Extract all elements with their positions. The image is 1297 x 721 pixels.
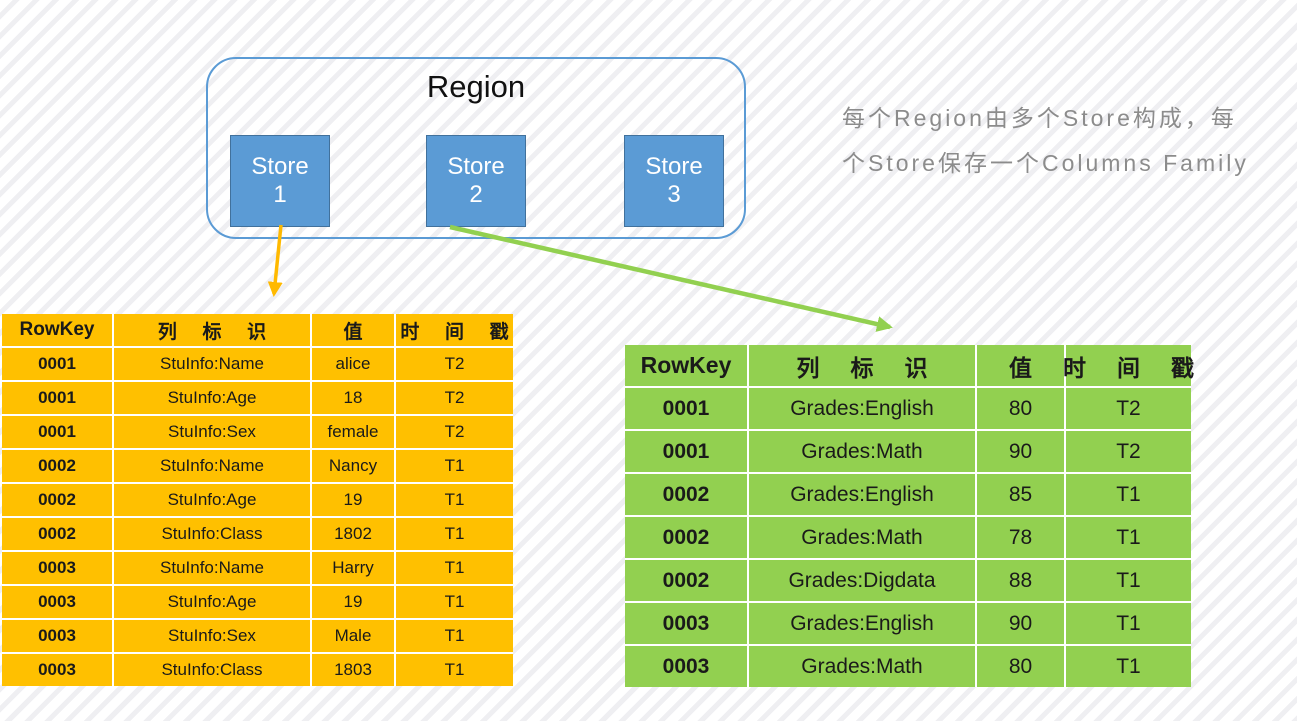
store-3-box: Store 3 xyxy=(624,135,724,227)
table-cell: 80 xyxy=(977,646,1064,687)
table-cell: 0001 xyxy=(2,416,112,448)
store-1-label: Store xyxy=(251,153,309,180)
table-cell: T1 xyxy=(396,552,513,584)
table-cell: 19 xyxy=(312,586,394,618)
table-cell: T1 xyxy=(396,654,513,686)
column-header: 值 xyxy=(977,345,1064,386)
table-cell: T1 xyxy=(1066,474,1191,515)
table-cell: 90 xyxy=(977,603,1064,644)
table-cell: Grades:Math xyxy=(749,517,975,558)
table-cell: T1 xyxy=(396,586,513,618)
table-cell: 19 xyxy=(312,484,394,516)
column-header: 列标识 xyxy=(114,314,310,346)
store-2-box: Store 2 xyxy=(426,135,526,227)
region-container: Region Store 1 Store 2 Store 3 xyxy=(206,57,746,239)
table-cell: Nancy xyxy=(312,450,394,482)
table-cell: 0002 xyxy=(625,517,747,558)
table-cell: 0001 xyxy=(2,348,112,380)
table-cell: T1 xyxy=(396,484,513,516)
annotation-line-2: 个Store保存一个Columns Family xyxy=(842,150,1249,176)
column-header: RowKey xyxy=(2,314,112,346)
region-title: Region xyxy=(426,69,526,104)
table-cell: 0003 xyxy=(2,586,112,618)
table-cell: Harry xyxy=(312,552,394,584)
table-cell: 1803 xyxy=(312,654,394,686)
table-cell: 0001 xyxy=(625,431,747,472)
table-cell: T1 xyxy=(396,518,513,550)
table-cell: Grades:Digdata xyxy=(749,560,975,601)
table-cell: Male xyxy=(312,620,394,652)
store-1-number: 1 xyxy=(273,181,287,208)
table-cell: T2 xyxy=(396,348,513,380)
table-cell: 0003 xyxy=(2,654,112,686)
table-cell: 88 xyxy=(977,560,1064,601)
table-cell: StuInfo:Class xyxy=(114,518,310,550)
table-cell: StuInfo:Age xyxy=(114,484,310,516)
table-cell: 0002 xyxy=(625,560,747,601)
table-cell: 18 xyxy=(312,382,394,414)
table-cell: T1 xyxy=(396,450,513,482)
table-cell: 0003 xyxy=(625,603,747,644)
table-cell: 1802 xyxy=(312,518,394,550)
table-cell: 0001 xyxy=(2,382,112,414)
table-cell: 0003 xyxy=(625,646,747,687)
table-cell: female xyxy=(312,416,394,448)
annotation-line-1: 每个Region由多个Store构成，每 xyxy=(842,105,1237,131)
table-cell: 0002 xyxy=(2,518,112,550)
table-cell: T2 xyxy=(396,382,513,414)
table-cell: 0003 xyxy=(2,552,112,584)
table-cell: T1 xyxy=(396,620,513,652)
table-cell: StuInfo:Sex xyxy=(114,416,310,448)
table-cell: StuInfo:Name xyxy=(114,348,310,380)
store-2-label: Store xyxy=(447,153,505,180)
store-3-number: 3 xyxy=(667,181,681,208)
table-cell: Grades:Math xyxy=(749,431,975,472)
table-cell: 78 xyxy=(977,517,1064,558)
column-header: 值 xyxy=(312,314,394,346)
table-cell: StuInfo:Age xyxy=(114,586,310,618)
store-2-number: 2 xyxy=(469,181,483,208)
store2-to-grades-arrow xyxy=(449,224,893,332)
table-cell: StuInfo:Class xyxy=(114,654,310,686)
table-cell: 0002 xyxy=(2,484,112,516)
table-cell: 0002 xyxy=(625,474,747,515)
table-cell: T1 xyxy=(1066,517,1191,558)
table-cell: StuInfo:Name xyxy=(114,450,310,482)
table-cell: 0003 xyxy=(2,620,112,652)
table-cell: 90 xyxy=(977,431,1064,472)
column-header: RowKey xyxy=(625,345,747,386)
column-header: 列标识 xyxy=(749,345,975,386)
table-cell: Grades:Math xyxy=(749,646,975,687)
table-cell: StuInfo:Sex xyxy=(114,620,310,652)
table-cell: 0002 xyxy=(2,450,112,482)
table-cell: T2 xyxy=(1066,431,1191,472)
table-cell: T2 xyxy=(396,416,513,448)
column-header: 时间戳 xyxy=(396,314,513,346)
store-3-label: Store xyxy=(645,153,703,180)
table-cell: Grades:English xyxy=(749,474,975,515)
table-cell: Grades:English xyxy=(749,388,975,429)
table-cell: T2 xyxy=(1066,388,1191,429)
annotation-text: 每个Region由多个Store构成，每 个Store保存一个Columns F… xyxy=(842,96,1297,186)
table-cell: StuInfo:Name xyxy=(114,552,310,584)
store-1-box: Store 1 xyxy=(230,135,330,227)
table-cell: 80 xyxy=(977,388,1064,429)
table-cell: 0001 xyxy=(625,388,747,429)
table-cell: Grades:English xyxy=(749,603,975,644)
table-cell: T1 xyxy=(1066,560,1191,601)
table-cell: 85 xyxy=(977,474,1064,515)
table-cell: T1 xyxy=(1066,603,1191,644)
column-header: 时间戳 xyxy=(1063,345,1194,386)
table-cell: alice xyxy=(312,348,394,380)
table-cell: T1 xyxy=(1066,646,1191,687)
table-cell: StuInfo:Age xyxy=(114,382,310,414)
